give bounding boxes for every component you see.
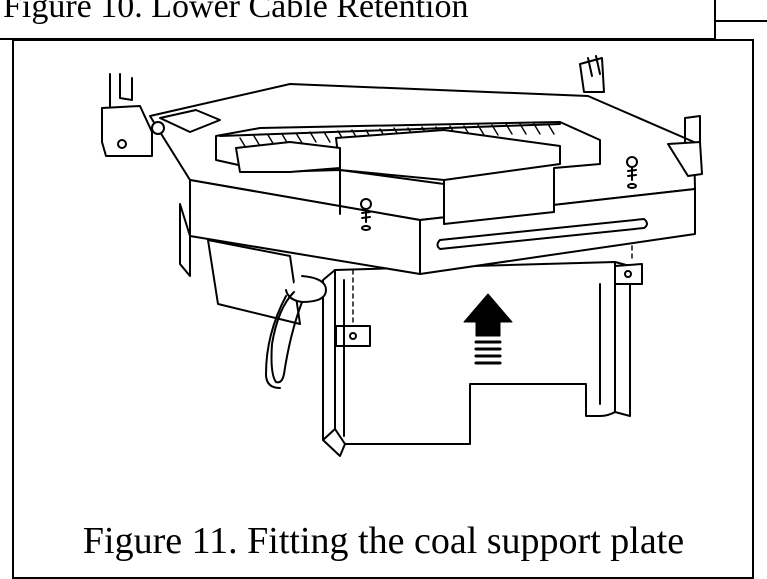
screw-icon [360,198,372,231]
coal-support-plate-illustration [101,55,703,457]
coal-support-plate [322,221,643,457]
figure-10-caption: Figure 10. Lower Cable Retention [3,0,469,25]
figure-11-caption: Figure 11. Fitting the coal support plat… [82,520,685,562]
upper-frame-rule [714,20,767,22]
figure-10-caption-box: Figure 10. Lower Cable Retention [0,0,716,40]
screw-icon [626,156,638,189]
up-arrow-icon [463,293,513,365]
burner-tray [101,55,703,325]
gas-pipe-connector [265,275,327,389]
